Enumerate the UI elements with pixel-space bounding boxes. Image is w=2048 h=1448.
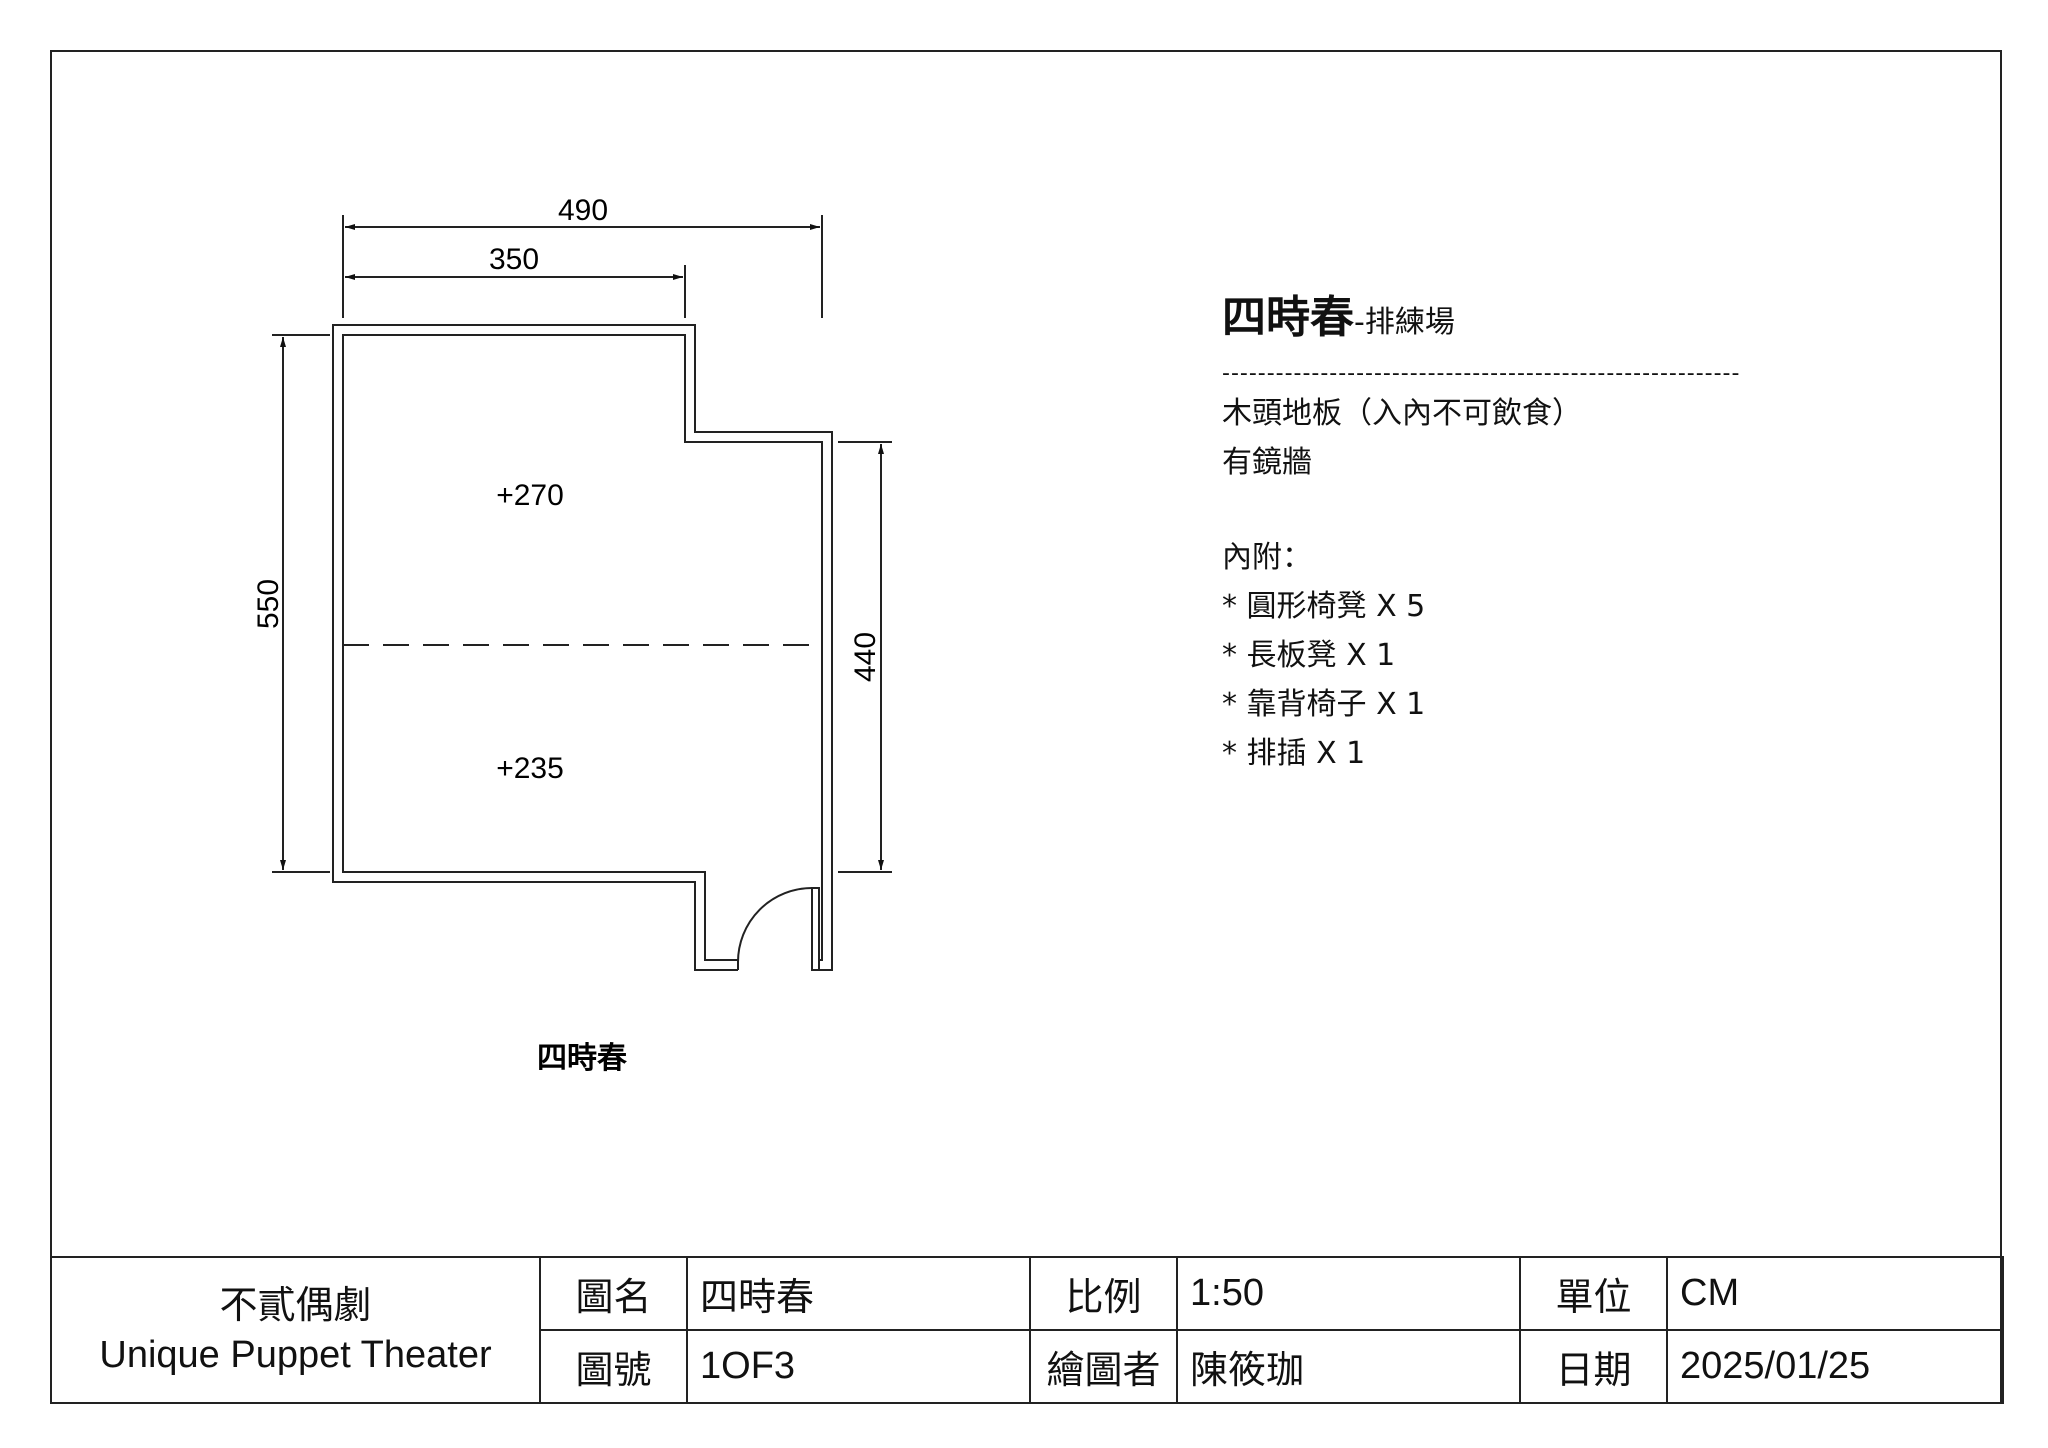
info-line-mirror: 有鏡牆 (1222, 445, 1312, 480)
drawing-no-label: 圖號 (539, 1329, 688, 1404)
inner-wall (342, 334, 823, 961)
drawing-name-value: 四時春 (686, 1256, 1031, 1331)
room-title: 四時春-排練場 (1222, 288, 1862, 353)
unit-value: CM (1666, 1256, 2004, 1331)
drawing-frame (50, 50, 2002, 1404)
outer-wall (332, 324, 833, 971)
date-value: 2025/01/25 (1666, 1329, 2004, 1404)
room-title-suffix: -排練場 (1354, 305, 1455, 340)
room-title-main: 四時春 (1222, 292, 1354, 343)
drawing-name-label: 圖名 (539, 1256, 688, 1331)
title-block: 不貳偶劇 Unique Puppet Theater 圖名 四時春 比例 1:5… (50, 1256, 2004, 1404)
room-label: 四時春 (537, 1041, 627, 1076)
scale-label: 比例 (1029, 1256, 1178, 1331)
company-cell: 不貳偶劇 Unique Puppet Theater (50, 1256, 541, 1404)
drawing-no-value: 1OF3 (686, 1329, 1031, 1404)
unit-label: 單位 (1519, 1256, 1668, 1331)
company-name-en: Unique Puppet Theater (99, 1334, 492, 1376)
dimension-label-550: 550 (252, 579, 285, 629)
included-item: * 圓形椅凳 X 5 (1222, 589, 1426, 624)
room-info: 四時春-排練場 --------------------------------… (1222, 288, 1862, 778)
included-item: * 長板凳 X 1 (1222, 638, 1396, 673)
date-label: 日期 (1519, 1329, 1668, 1404)
door-swing-arc (737, 887, 813, 963)
drafter-value: 陳筱珈 (1176, 1329, 1521, 1404)
door-leaf (811, 887, 820, 971)
included-item: * 排插 X 1 (1222, 736, 1366, 771)
area-label-lower: +235 (496, 752, 564, 785)
scale-value: 1:50 (1176, 1256, 1521, 1331)
dimension-label-350: 350 (489, 243, 539, 276)
door-opening (738, 955, 812, 975)
dimension-label-440: 440 (849, 632, 882, 682)
area-label-upper: +270 (496, 479, 564, 512)
title-divider: ----------------------------------------… (1222, 361, 1741, 386)
drafter-label: 繪圖者 (1029, 1329, 1178, 1404)
info-line-floor: 木頭地板（入內不可飲食） (1222, 396, 1582, 431)
included-label: 內附： (1222, 540, 1312, 575)
dimension-label-490: 490 (558, 194, 608, 227)
included-item: * 靠背椅子 X 1 (1222, 687, 1426, 722)
company-name-zh: 不貳偶劇 (219, 1283, 372, 1327)
